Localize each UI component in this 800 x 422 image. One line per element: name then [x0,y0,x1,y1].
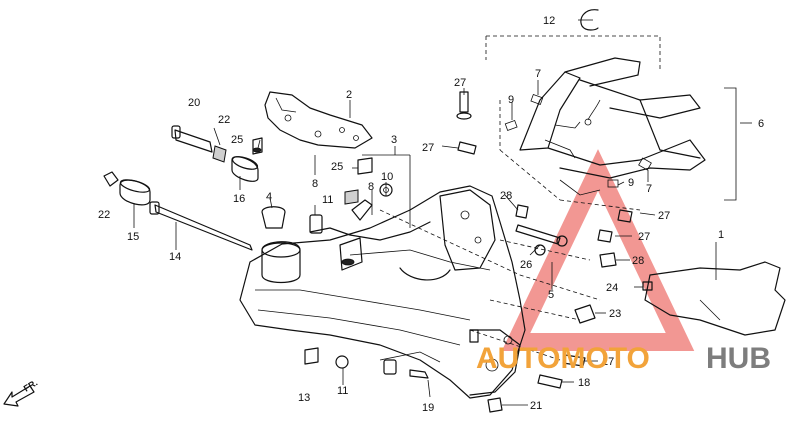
callout-10: 10 [381,171,393,183]
callout-20: 20 [188,97,200,109]
watermark-triangle [501,149,695,351]
callout-24: 24 [606,282,618,294]
callout-26: 26 [520,259,532,271]
front-direction-arrow-icon: FR. [3,378,40,407]
callout-28b: 28 [632,255,644,267]
callout-25b: 25 [331,161,343,173]
callout-27a: 27 [454,77,466,89]
callout-14: 14 [169,251,181,263]
callout-28a: 28 [500,190,512,202]
callout-16: 16 [233,193,245,205]
callout-17: 17 [602,356,614,368]
callout-15: 15 [127,231,139,243]
watermark-text: AUTOMOTO HUB [476,342,771,375]
front-direction-label: FR. [22,378,40,394]
callout-22a: 22 [218,114,230,126]
callout-22b: 22 [98,209,110,221]
callout-11a: 11 [322,194,333,206]
callout-labels: 1 2 3 4 5 6 7 7 8 8 9 9 10 11 11 12 13 1… [98,15,764,414]
callout-25a: 25 [231,134,243,146]
callout-27c: 27 [658,210,670,222]
main-frame [239,185,601,399]
callout-23: 23 [609,308,621,320]
callout-4: 4 [266,191,272,203]
wire-clip [580,9,599,31]
leader-lines [133,19,752,406]
callout-9a: 9 [508,94,514,106]
callout-27b: 27 [422,142,434,154]
callout-27d: 27 [638,231,650,243]
left-fasteners [103,125,263,251]
callout-8b: 8 [368,181,374,193]
callout-12: 12 [543,15,555,27]
callout-9b: 9 [628,177,634,189]
callout-21: 21 [530,400,542,412]
bracket-plate [264,91,373,149]
callout-7a: 7 [535,68,541,80]
callout-2: 2 [346,89,352,101]
callout-11b: 11 [337,385,348,397]
callout-3: 3 [391,134,397,146]
callout-6: 6 [758,118,764,130]
callout-18: 18 [578,377,590,389]
callout-5: 5 [548,289,554,301]
callout-13: 13 [298,392,310,404]
watermark-text-automoto: AUTOMOTO [476,342,650,375]
callout-19: 19 [422,402,434,414]
seat-rail-frame [485,35,737,211]
callout-7b: 7 [646,183,652,195]
callout-8a: 8 [312,178,318,190]
side-cover [644,261,786,336]
callout-1: 1 [718,229,724,241]
watermark-text-hub: HUB [706,342,771,375]
